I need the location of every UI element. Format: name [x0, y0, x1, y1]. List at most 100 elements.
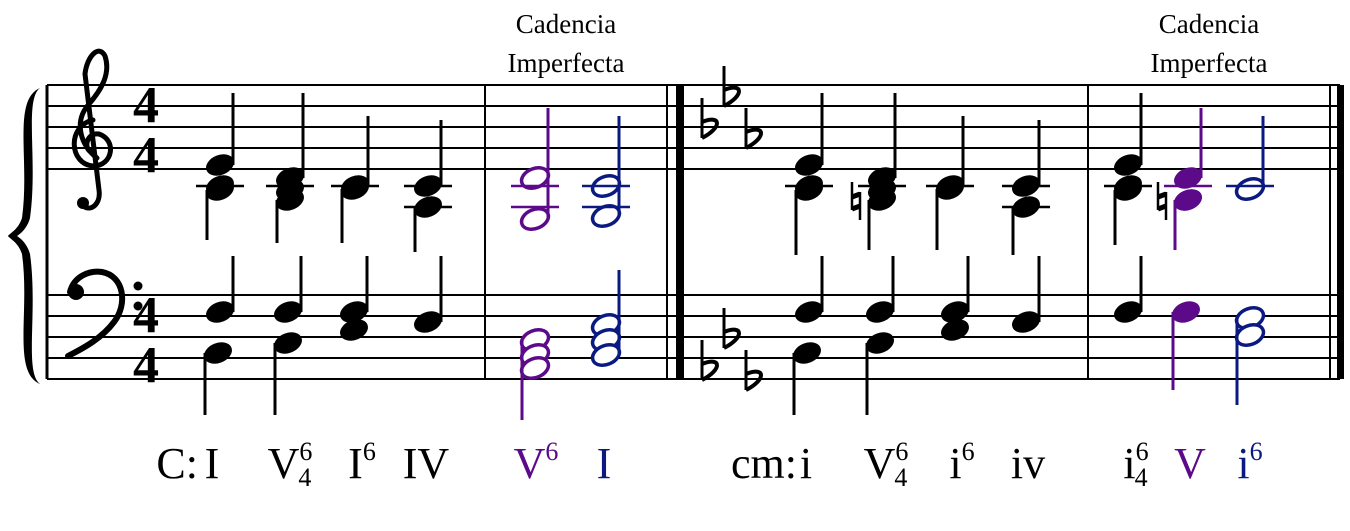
- flat-icon: [722, 308, 741, 350]
- chord: [273, 332, 302, 415]
- treble-clef-icon: [71, 48, 113, 211]
- chord: [1234, 305, 1266, 405]
- chord: [590, 270, 622, 368]
- time-sig-numerator: 4: [133, 77, 159, 134]
- cadence-label-line2: Imperfecta: [508, 48, 625, 78]
- barlines: [45, 85, 1344, 379]
- roman-numeral: IV: [403, 439, 450, 488]
- flat-icon: [722, 66, 741, 108]
- section-barline-thick: [676, 85, 684, 379]
- chord: [1012, 120, 1041, 197]
- roman-numeral-base: i: [949, 439, 961, 488]
- notehead: [340, 319, 368, 341]
- chord: [413, 196, 442, 252]
- roman-numeral: V: [1174, 439, 1206, 488]
- cadence-label-major: Cadencia Imperfecta: [508, 9, 625, 78]
- roman-numeral-base: V: [268, 439, 300, 488]
- roman-numeral-superscript: 6: [299, 437, 312, 466]
- roman-numeral: I6: [348, 437, 376, 488]
- chord: [1173, 189, 1202, 250]
- cadence-label-line1: Cadencia: [1159, 9, 1259, 39]
- chord: [1012, 256, 1041, 333]
- natural-icon: [1156, 182, 1168, 220]
- roman-numeral-base: V: [1174, 439, 1206, 488]
- roman-numeral: I: [597, 439, 612, 488]
- chord: [206, 256, 235, 323]
- roman-numeral: I: [205, 439, 220, 488]
- chord: [941, 256, 970, 341]
- roman-numeral-base: V: [514, 439, 546, 488]
- key-label: C:: [156, 439, 198, 488]
- flat-icon: [744, 108, 763, 150]
- natural-icon: [850, 182, 862, 220]
- cadence-label-minor: Cadencia Imperfecta: [1151, 9, 1268, 78]
- chord: [414, 256, 443, 333]
- roman-numeral-superscript: 6: [1250, 437, 1263, 466]
- chord: [794, 179, 823, 255]
- chord: [867, 189, 896, 250]
- roman-numeral-base: I: [597, 439, 612, 488]
- time-sig-denominator: 4: [133, 337, 159, 394]
- chord: [795, 256, 824, 323]
- chord: [519, 327, 551, 420]
- chord: [1234, 116, 1266, 202]
- roman-numeral: i: [800, 439, 812, 488]
- chord: [340, 256, 369, 341]
- chord: [590, 116, 622, 229]
- key-label: cm:: [731, 439, 797, 488]
- brace-icon: [8, 88, 40, 384]
- roman-numeral-superscript: 6: [1136, 437, 1149, 466]
- roman-numeral-base: i: [1237, 439, 1249, 488]
- chord: [1011, 196, 1040, 255]
- roman-numeral-base: I: [205, 439, 220, 488]
- roman-numeral: iv: [1011, 439, 1045, 488]
- key-signatures: [700, 66, 763, 392]
- roman-numeral-base: V: [864, 439, 896, 488]
- chord: [792, 342, 821, 415]
- roman-numeral: V6: [514, 437, 559, 488]
- roman-numeral-base: i: [800, 439, 812, 488]
- time-sig-denominator: 4: [133, 127, 159, 184]
- staff-lines: [47, 84, 1340, 380]
- cadence-label-line2: Imperfecta: [1151, 48, 1268, 78]
- chord: [865, 332, 894, 415]
- roman-numeral-base: i: [1123, 439, 1135, 488]
- roman-numeral-subscript: 4: [1135, 463, 1148, 492]
- time-signature-treble: 4 4: [133, 77, 159, 184]
- notes: [196, 93, 1274, 420]
- bass-clef-icon: [65, 268, 143, 359]
- final-barline-thick: [1337, 85, 1344, 379]
- flat-icon: [700, 98, 719, 140]
- notehead: [941, 319, 969, 341]
- chord: [1114, 256, 1143, 323]
- chord: [414, 120, 443, 197]
- roman-numeral-subscript: 4: [298, 463, 311, 492]
- chord: [1171, 301, 1200, 390]
- roman-numeral: i6: [949, 437, 974, 488]
- chord: [935, 178, 964, 250]
- flat-icon: [700, 340, 719, 382]
- time-signature-bass: 4 4: [133, 287, 159, 394]
- roman-numeral-base: IV: [403, 439, 450, 488]
- chord: [866, 256, 895, 323]
- chord: [203, 342, 232, 415]
- flat-icon: [744, 350, 763, 392]
- roman-numeral-superscript: 6: [363, 437, 376, 466]
- time-sig-numerator: 4: [133, 287, 159, 344]
- chord: [275, 189, 304, 243]
- roman-numeral-base: I: [348, 439, 363, 488]
- roman-numeral-superscript: 6: [895, 437, 908, 466]
- roman-numeral-superscript: 6: [962, 437, 975, 466]
- chord: [274, 256, 303, 323]
- chord: [340, 178, 369, 243]
- cadence-label-line1: Cadencia: [516, 9, 616, 39]
- roman-numeral-subscript: 4: [894, 463, 907, 492]
- roman-numeral-superscript: 6: [545, 437, 558, 466]
- roman-numeral: i6: [1237, 437, 1262, 488]
- roman-numeral-base: iv: [1011, 439, 1045, 488]
